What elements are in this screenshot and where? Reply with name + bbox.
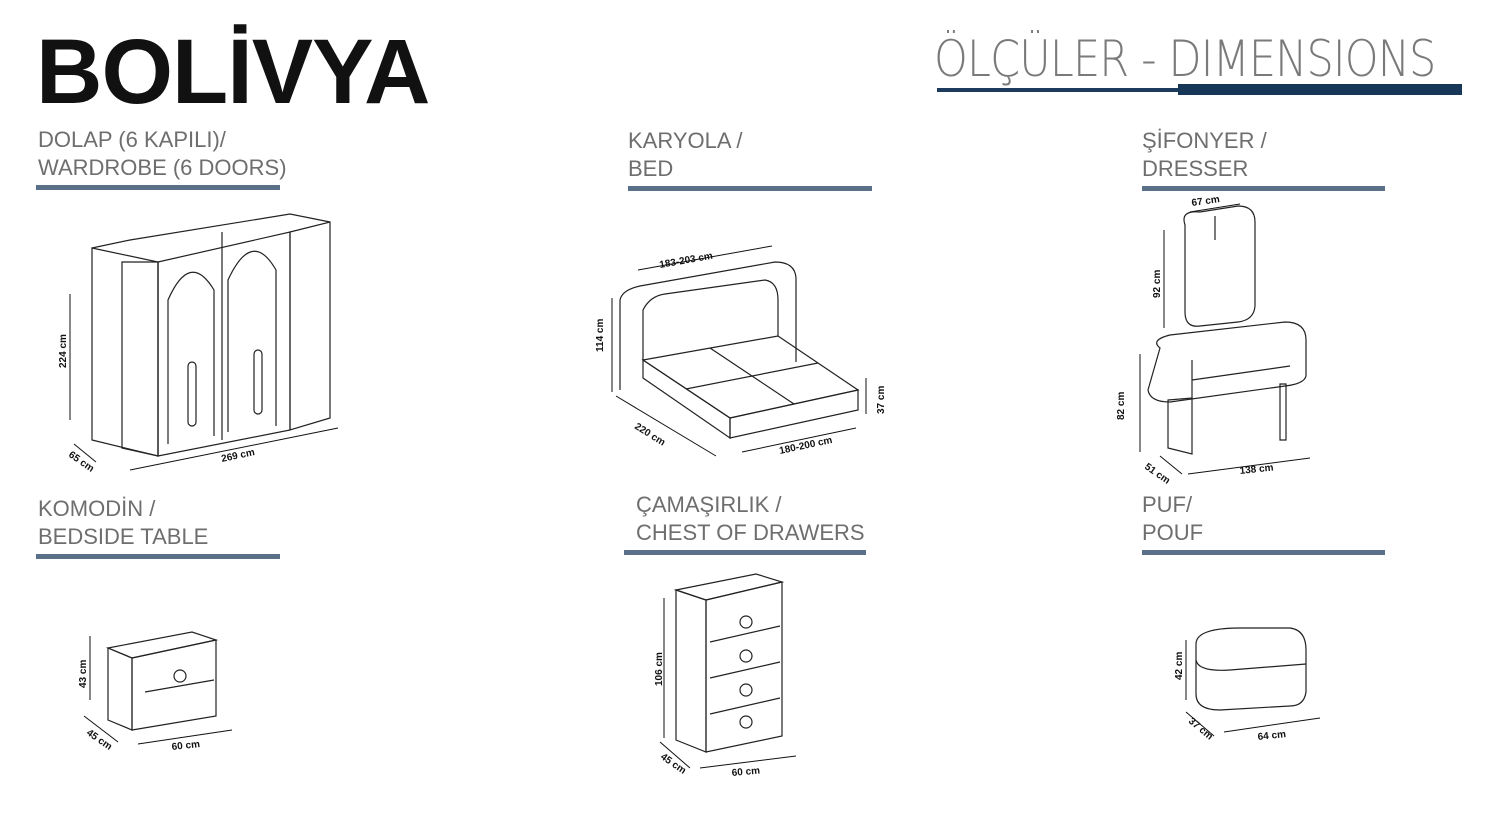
chest-width-label: 60 cm [731,766,760,779]
section-heading-pouf: PUF/ POUF [1142,491,1385,555]
dresser-height-label: 82 cm [1116,392,1127,420]
heading-line-2: WARDROBE (6 DOORS) [38,155,287,180]
wardrobe-depth-label: 65 cm [66,449,96,474]
title-underline-thick [1178,84,1462,95]
heading-line-1: PUF/ [1142,492,1193,517]
pouf-width-label: 64 cm [1257,729,1286,743]
section-heading-bed: KARYOLA / BED [628,127,872,191]
wardrobe-height-label: 224 cm [58,334,69,368]
page-title: ÖLÇÜLER - DIMENSIONS [934,30,1436,88]
title-underline-thin [937,88,1180,92]
pouf-depth-label: 37 cm [1186,716,1215,743]
dresser-mirror-width-label: 67 cm [1191,194,1221,209]
heading-bar [624,550,866,555]
wardrobe-width-label: 269 cm [220,447,256,465]
dresser-mirror-height-label: 92 cm [1152,270,1163,298]
section-heading-bedside: KOMODİN / BEDSIDE TABLE [36,495,280,559]
bed-length-label: 220 cm [632,421,667,448]
heading-line-1: KARYOLA / [628,128,743,153]
heading-bar [628,186,872,191]
dresser-drawing: 67 cm 92 cm 82 cm 51 cm 138 cm [1116,194,1311,487]
heading-line-1: ÇAMAŞIRLIK / [636,492,782,517]
heading-line-1: KOMODİN / [38,496,156,521]
dresser-depth-label: 51 cm [1142,461,1172,486]
heading-line-1: ŞİFONYER / [1142,128,1267,153]
pouf-drawing: 42 cm 37 cm 64 cm [1174,627,1321,743]
heading-line-2: BEDSIDE TABLE [38,524,209,549]
heading-line-1: DOLAP (6 KAPILI)/ [38,127,226,152]
heading-line-2: CHEST OF DRAWERS [636,520,865,545]
bed-headboard-height-label: 114 cm [595,319,606,352]
chest-height-label: 106 cm [654,652,665,686]
bed-frame-height-label: 37 cm [876,386,887,414]
bed-headboard-width-label: 183-203 cm [659,251,714,271]
heading-bar [1142,550,1385,555]
bedside-depth-label: 45 cm [84,727,114,752]
heading-line-2: DRESSER [1142,156,1249,181]
heading-line-2: POUF [1142,520,1204,545]
section-heading-dresser: ŞİFONYER / DRESSER [1142,127,1385,191]
section-heading-chest: ÇAMAŞIRLIK / CHEST OF DRAWERS [624,491,866,555]
heading-bar [36,554,280,559]
heading-bar [1142,186,1385,191]
heading-bar [36,185,280,190]
bed-drawing: 183-203 cm 114 cm 220 cm 180-200 cm 37 c… [595,245,887,457]
bedside-drawing: 43 cm 45 cm 60 cm [78,631,233,753]
brand-title: BOLİVYA [36,21,430,123]
bedside-height-label: 43 cm [78,660,89,688]
pouf-height-label: 42 cm [1174,652,1185,680]
section-heading-wardrobe: DOLAP (6 KAPILI)/ WARDROBE (6 DOORS) [36,126,287,190]
wardrobe-drawing: 224 cm 65 cm 269 cm [58,213,339,475]
chest-drawing: 106 cm 45 cm 60 cm [654,573,797,779]
bedside-width-label: 60 cm [171,739,200,753]
dresser-width-label: 138 cm [1239,462,1274,476]
heading-line-2: BED [628,156,674,181]
chest-depth-label: 45 cm [658,751,688,776]
